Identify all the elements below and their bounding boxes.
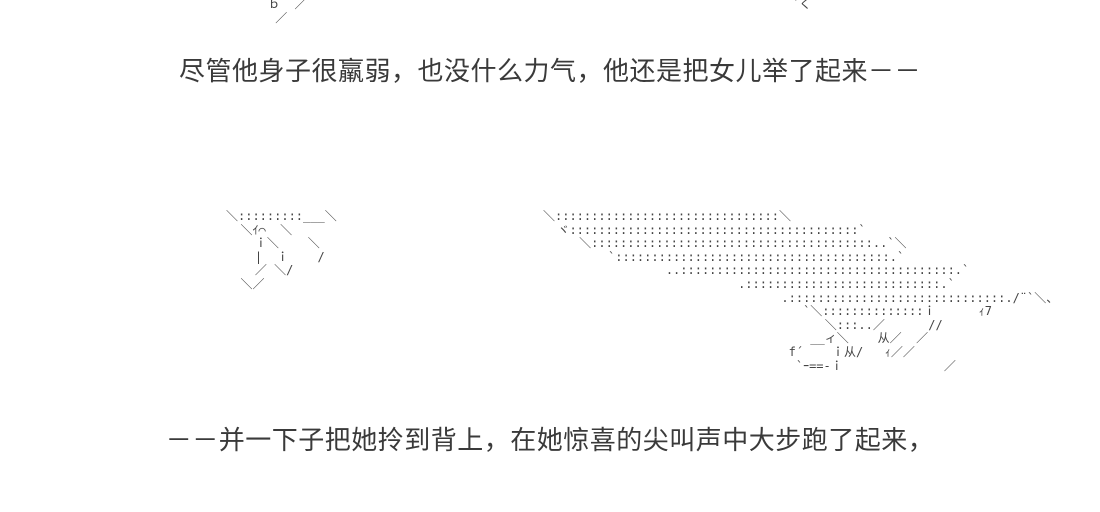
ascii-art-top-left-fragment: ｂ ／ ／ bbox=[268, 0, 307, 25]
caption-top: 尽管他身子很羸弱，也没什么力气，他还是把女儿举了起来－－ bbox=[178, 57, 921, 87]
ascii-art-top-right-fragment: `く bbox=[792, 0, 812, 11]
ascii-art-right-figure: ＼:::::::::::::::::::::::::::::::＼ ヾ:::::… bbox=[543, 209, 1059, 373]
caption-bottom: －－并一下子把她拎到背上，在她惊喜的尖叫声中大步跑了起来， bbox=[165, 426, 935, 456]
ascii-art-left-figure: ＼:::::::::___＼ ＼ｲ⌒ ＼ ｉ＼ ＼ | ｉ / ／ ＼/ ＼／ bbox=[226, 209, 337, 291]
